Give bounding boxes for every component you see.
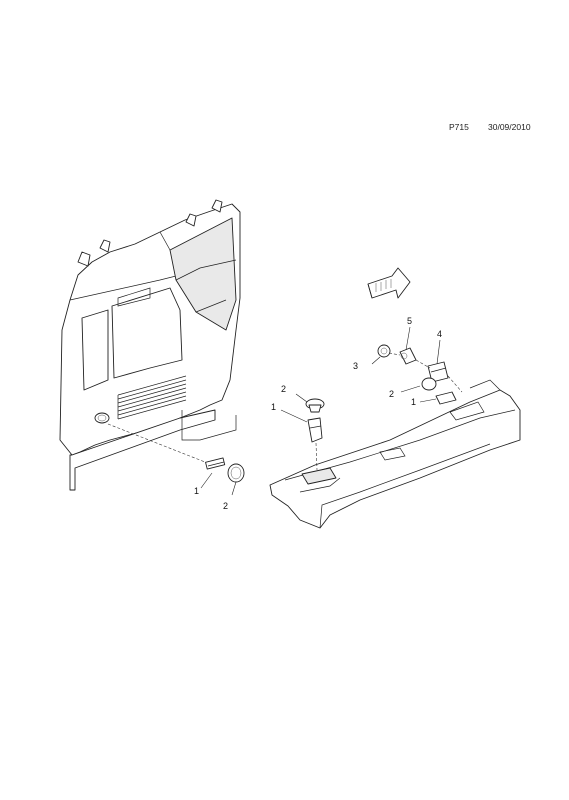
- callout-right-5: 5: [407, 316, 412, 326]
- left-cap-part-2: [227, 463, 245, 483]
- callout-center-1: 1: [271, 402, 276, 412]
- callout-left-2: 2: [223, 501, 228, 511]
- callout-left-1: 1: [194, 486, 199, 496]
- vent-grille: [117, 375, 187, 420]
- left-clip-part-1: [205, 457, 226, 470]
- load-floor-rail: [269, 379, 521, 529]
- callout-right-2: 2: [389, 389, 394, 399]
- callout-right-3: 3: [353, 361, 358, 371]
- page-code: P715: [449, 122, 469, 132]
- right-clip-part-3: [377, 344, 391, 358]
- center-clip-part-1: [307, 417, 323, 443]
- right-spacer-part-4: [427, 361, 449, 383]
- callout-center-2: 2: [281, 384, 286, 394]
- right-cap-part-2: [421, 377, 437, 391]
- page-date: 30/09/2010: [488, 122, 531, 132]
- center-cap-part-2: [305, 398, 325, 413]
- rear-quarter-trim-panel: [59, 199, 241, 491]
- callout-right-1: 1: [411, 397, 416, 407]
- front-arrow-icon: [367, 267, 411, 299]
- right-clip-part-1: [435, 391, 457, 405]
- right-bolt-part-5: [399, 347, 417, 365]
- callout-right-4: 4: [437, 329, 442, 339]
